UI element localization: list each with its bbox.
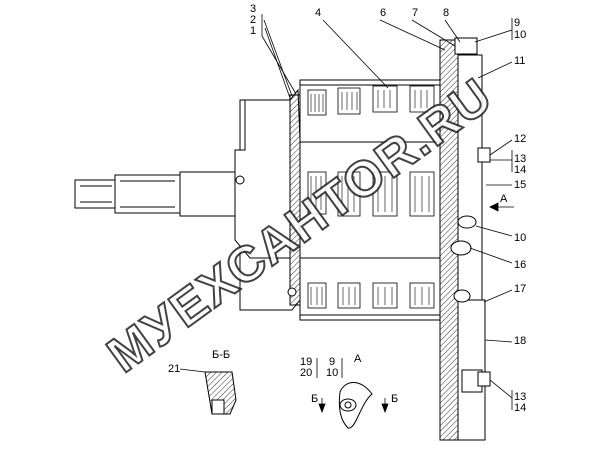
leader-lines xyxy=(179,14,514,414)
callout-8: 8 xyxy=(443,7,449,19)
callout-1: 1 xyxy=(250,25,256,37)
callout-7: 7 xyxy=(412,7,418,19)
input-shaft xyxy=(74,171,241,217)
section-cut-right-label: Б xyxy=(391,393,398,405)
detail-a-title: А xyxy=(354,353,362,365)
callout-6: 6 xyxy=(380,7,386,19)
callout-4: 4 xyxy=(315,7,321,19)
callout-21: 21 xyxy=(168,363,180,375)
callout-18: 18 xyxy=(514,335,526,347)
cover-plate xyxy=(439,37,491,441)
detail-a-view xyxy=(338,382,373,429)
callout-17: 17 xyxy=(514,283,526,295)
callout-13-top: 13 xyxy=(514,153,526,165)
callout-10-mid: 10 xyxy=(514,232,526,244)
friction-discs xyxy=(307,85,435,309)
callout-12: 12 xyxy=(514,133,526,145)
callout-11: 11 xyxy=(514,55,525,67)
callout-14-bottom: 14 xyxy=(514,402,526,414)
callout-15: 15 xyxy=(514,179,526,191)
view-arrow-a-label: А xyxy=(500,193,508,205)
callout-9: 9 xyxy=(514,17,520,29)
mounting-bracket xyxy=(234,88,301,311)
callout-20: 20 xyxy=(300,367,312,379)
callout-3: 3 xyxy=(250,3,256,15)
section-cut-left-label: Б xyxy=(311,393,318,405)
callout-2: 2 xyxy=(250,14,256,26)
section-bb-title: Б-Б xyxy=(212,349,230,361)
section-bb-view xyxy=(204,371,237,415)
callout-16: 16 xyxy=(514,259,526,271)
callout-13-bottom: 13 xyxy=(514,391,526,403)
view-labels: Б-Б А А Б Б xyxy=(212,193,508,405)
callout-9-detail: 9 xyxy=(329,356,335,368)
callout-10-top: 10 xyxy=(514,29,526,41)
callout-19: 19 xyxy=(300,356,312,368)
callout-10-detail: 10 xyxy=(326,367,338,379)
callout-14-top: 14 xyxy=(514,164,526,176)
callout-labels: 3 2 1 4 6 7 8 9 10 11 12 13 14 15 10 16 … xyxy=(168,3,526,414)
